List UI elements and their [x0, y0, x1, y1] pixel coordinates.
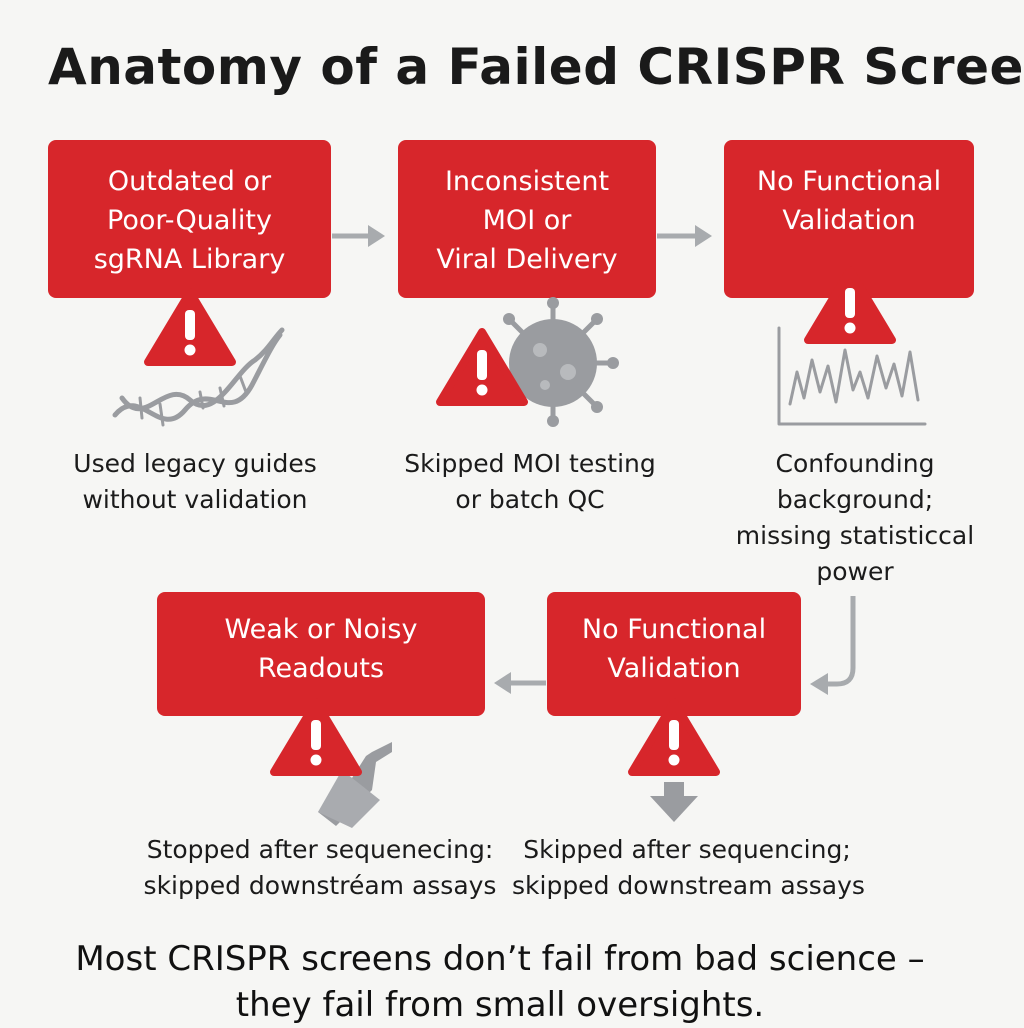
line-chart-icon	[777, 326, 927, 426]
step-box-line: MOI or	[482, 205, 572, 236]
step-box-line: No Functional	[756, 166, 942, 197]
arrow-down-curve-icon	[810, 596, 856, 695]
description-line: Stopped after sequenecing:	[146, 835, 494, 864]
step-box-line: Inconsistent	[444, 166, 610, 197]
warning-triangle-icon	[148, 292, 232, 362]
description-line: or batch QC	[455, 485, 605, 514]
description-line: missing statisticcal	[735, 521, 975, 550]
step-box-moi: Inconsistent MOI or Viral Delivery	[398, 140, 656, 298]
warning-triangle-icon	[632, 702, 716, 772]
description-line: without validation	[82, 485, 308, 514]
description-line: skipped downstream assays	[512, 871, 865, 900]
step-description-validation-2: Skipped after sequencing; skipped downst…	[512, 832, 865, 904]
flask-icon	[318, 742, 392, 828]
step-box-line: Viral Delivery	[436, 244, 618, 275]
step-description-readouts: Stopped after sequenecing: skipped downs…	[140, 832, 500, 904]
step-box-line: Validation	[607, 653, 741, 684]
step-description-moi: Skipped MOI testing or batch QC	[385, 446, 675, 518]
description-line: Used legacy guides	[73, 449, 317, 478]
page-title: Anatomy of a Failed CRISPR Screen	[48, 38, 1024, 96]
warning-triangle-icon	[808, 270, 892, 340]
step-box-line: sgRNA Library	[93, 244, 286, 275]
step-box-line: Weak or Noisy	[224, 614, 418, 645]
footer-line: Most CRISPR screens don’t fail from bad …	[75, 939, 925, 979]
step-box-readouts: Weak or Noisy Readouts	[157, 592, 485, 716]
step-box-line: No Functional	[581, 614, 767, 645]
step-box-line: Validation	[782, 205, 916, 236]
virus-icon	[503, 297, 619, 427]
description-line: Skipped MOI testing	[404, 449, 656, 478]
step-description-library: Used legacy guides without validation	[55, 446, 335, 518]
description-line: Confounding	[775, 449, 935, 478]
arrow-right-1-icon	[332, 225, 385, 247]
footer-line: they fail from small oversights.	[235, 985, 765, 1025]
description-line: background;	[776, 485, 934, 514]
step-box-line: Poor-Quality	[107, 205, 272, 236]
step-box-line: Outdated or	[107, 166, 272, 197]
step-box-validation-2: No Functional Validation	[547, 592, 801, 716]
arrow-left-icon	[494, 672, 546, 694]
step-description-validation: Confounding background; missing statisti…	[730, 446, 980, 590]
arrow-right-2-icon	[657, 225, 712, 247]
description-line: power	[816, 557, 894, 586]
dna-helix-icon	[112, 327, 285, 427]
step-box-line: Readouts	[257, 653, 385, 684]
description-line: Skipped after sequencing;	[523, 835, 851, 864]
step-box-library: Outdated or Poor-Quality sgRNA Library	[48, 140, 331, 298]
warning-triangle-icon	[274, 702, 358, 772]
description-line: skipped downstréam assays	[143, 871, 497, 900]
footer-message: Most CRISPR screens don’t fail from bad …	[0, 936, 1000, 1028]
down-arrow-icon	[650, 782, 698, 822]
